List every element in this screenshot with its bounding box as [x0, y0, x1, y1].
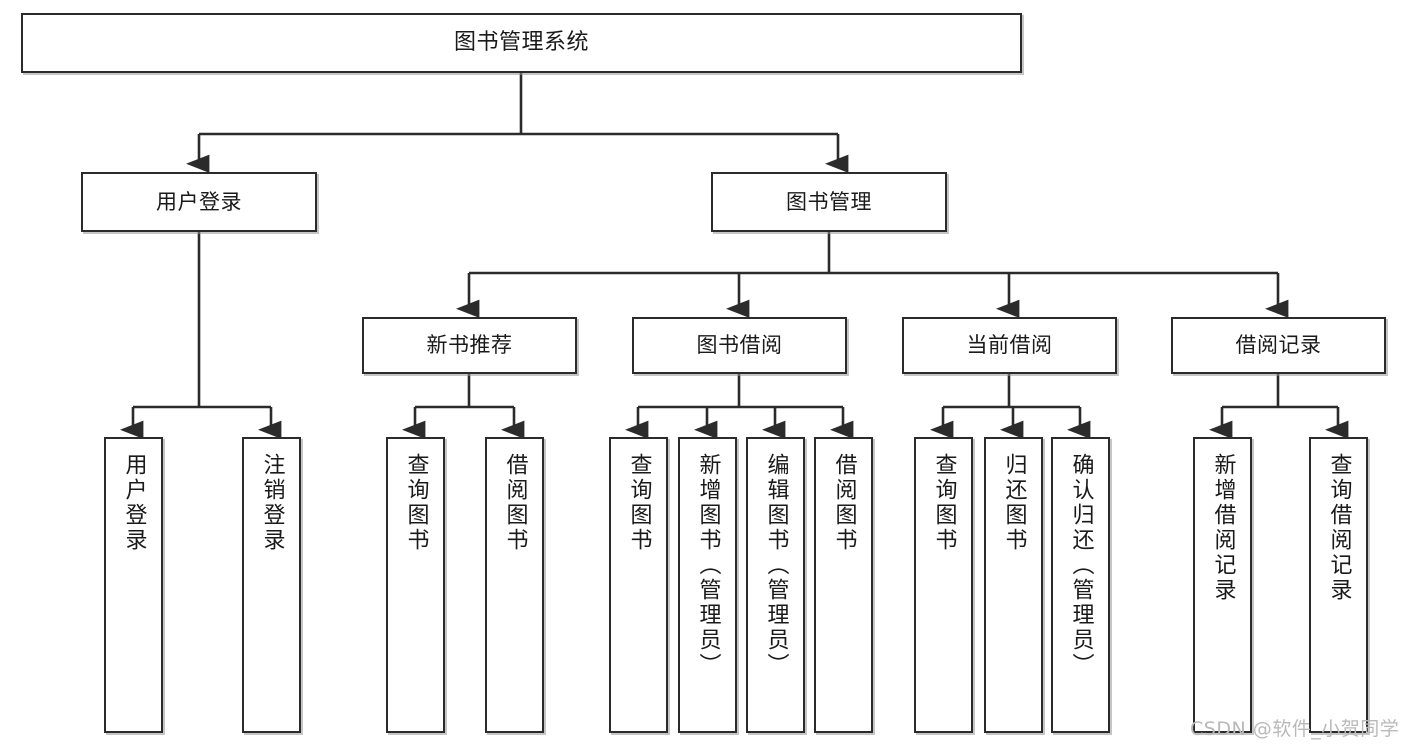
- node-label: 图书借阅: [696, 333, 783, 358]
- node-borrow-record[interactable]: 借阅记录: [1171, 317, 1386, 374]
- node-label: 图书管理: [786, 189, 872, 214]
- leaf-user-login-logout[interactable]: 注销登录: [242, 437, 301, 733]
- leaf-current-confirm-return-admin[interactable]: 确认归还（管理员）: [1051, 437, 1110, 733]
- node-label: 查询图书: [626, 453, 652, 553]
- node-label: 查询图书: [403, 453, 429, 553]
- node-label: 查询图书: [931, 453, 957, 553]
- node-label: 新书推荐: [426, 333, 513, 358]
- node-new-book-recommend[interactable]: 新书推荐: [362, 317, 577, 374]
- node-label: 用户登录: [121, 453, 147, 553]
- leaf-borrow-add-book-admin[interactable]: 新增图书（管理员）: [678, 437, 737, 733]
- node-label: 借阅图书: [502, 453, 528, 553]
- node-label: 注销登录: [259, 453, 285, 553]
- leaf-recommend-query-book[interactable]: 查询图书: [386, 437, 445, 733]
- leaf-record-query-record[interactable]: 查询借阅记录: [1309, 437, 1368, 733]
- node-label: 借阅图书: [831, 453, 857, 553]
- node-label: 确认归还（管理员）: [1068, 453, 1094, 678]
- node-label: 图书管理系统: [453, 30, 589, 56]
- node-label: 查询借阅记录: [1326, 453, 1352, 603]
- leaf-borrow-borrow-book[interactable]: 借阅图书: [814, 437, 873, 733]
- leaf-record-add-record[interactable]: 新增借阅记录: [1193, 437, 1252, 733]
- node-root-system[interactable]: 图书管理系统: [21, 13, 1022, 73]
- node-book-management[interactable]: 图书管理: [711, 172, 947, 232]
- node-label: 用户登录: [156, 189, 242, 214]
- leaf-user-login-login[interactable]: 用户登录: [104, 437, 163, 733]
- node-label: 新增借阅记录: [1210, 453, 1236, 603]
- node-label: 编辑图书（管理员）: [763, 453, 789, 678]
- node-label: 新增图书（管理员）: [695, 453, 721, 678]
- node-user-login[interactable]: 用户登录: [81, 172, 317, 232]
- node-label: 当前借阅: [966, 333, 1053, 358]
- leaf-recommend-borrow-book[interactable]: 借阅图书: [485, 437, 544, 733]
- leaf-borrow-query-book[interactable]: 查询图书: [609, 437, 668, 733]
- csdn-watermark: CSDN @软件_小贺同学: [1190, 718, 1400, 740]
- leaf-borrow-edit-book-admin[interactable]: 编辑图书（管理员）: [746, 437, 805, 733]
- node-label: 借阅记录: [1235, 333, 1322, 358]
- node-book-borrow[interactable]: 图书借阅: [632, 317, 847, 374]
- leaf-current-query-book[interactable]: 查询图书: [914, 437, 973, 733]
- leaf-current-return-book[interactable]: 归还图书: [984, 437, 1043, 733]
- node-current-borrow[interactable]: 当前借阅: [902, 317, 1117, 374]
- node-label: 归还图书: [1001, 453, 1027, 553]
